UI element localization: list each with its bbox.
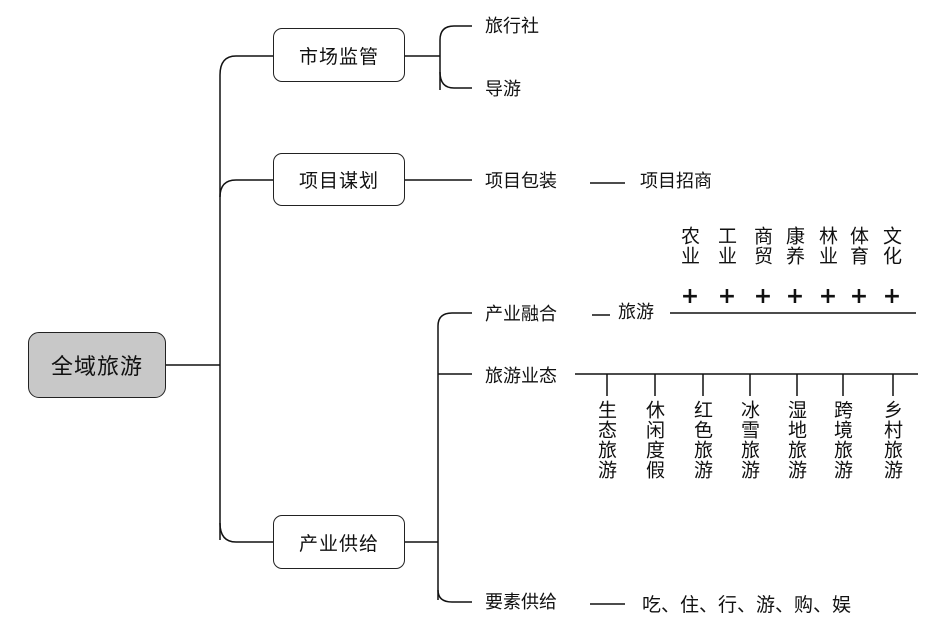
format-leisure-resort: 休闲度假 <box>643 400 665 480</box>
plus-icon: + <box>849 284 869 309</box>
node-project-planning[interactable]: 项目谋划 <box>273 153 405 206</box>
plus-icon: + <box>818 284 838 309</box>
industry-manufacturing: 工业 <box>715 226 737 266</box>
format-rural-tourism: 乡村旅游 <box>881 400 903 480</box>
leaf-project-packaging: 项目包装 <box>485 171 557 192</box>
industry-wellness: 康养 <box>783 226 805 266</box>
node-element-supply: 要素供给 <box>485 592 557 613</box>
node-industry-supply[interactable]: 产业供给 <box>273 515 405 569</box>
format-ice-snow-tourism: 冰雪旅游 <box>738 400 760 480</box>
format-cross-border-tourism: 跨境旅游 <box>831 400 853 480</box>
plus-icon: + <box>785 284 805 309</box>
leaf-project-investment: 项目招商 <box>640 171 712 192</box>
industry-sports: 体育 <box>847 226 869 266</box>
leaf-travel-agency: 旅行社 <box>485 16 539 37</box>
plus-icon: + <box>717 284 737 309</box>
node-market-supervision[interactable]: 市场监管 <box>273 28 405 82</box>
industry-forestry: 林业 <box>816 226 838 266</box>
leaf-tour-guide: 导游 <box>485 79 521 100</box>
node-industry-fusion: 产业融合 <box>485 304 557 325</box>
leaf-tourism: 旅游 <box>618 302 654 323</box>
plus-icon: + <box>753 284 773 309</box>
plus-icon: + <box>680 284 700 309</box>
plus-icon: + <box>882 284 902 309</box>
leaf-six-elements: 吃、住、行、游、购、娱 <box>642 594 852 616</box>
root-node[interactable]: 全域旅游 <box>28 332 166 398</box>
format-red-tourism: 红色旅游 <box>691 400 713 480</box>
format-eco-tourism: 生态旅游 <box>595 400 617 480</box>
industry-commerce: 商贸 <box>751 226 773 266</box>
format-wetland-tourism: 湿地旅游 <box>785 400 807 480</box>
industry-culture: 文化 <box>880 226 902 266</box>
industry-agriculture: 农业 <box>678 226 700 266</box>
node-tourism-formats: 旅游业态 <box>485 366 557 387</box>
